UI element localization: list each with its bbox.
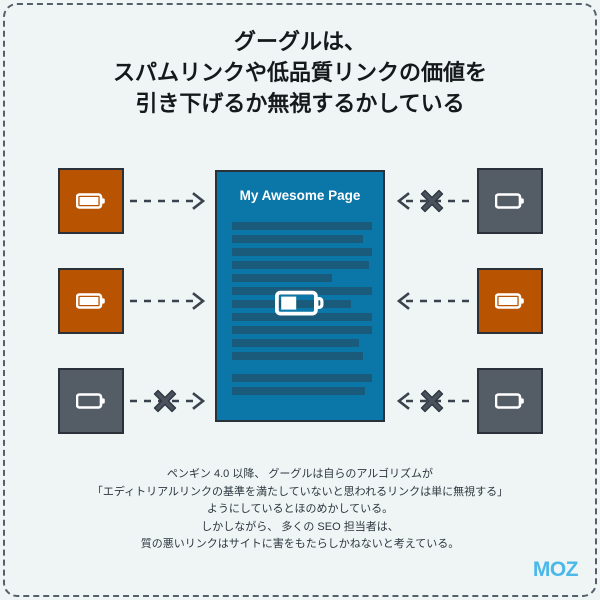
battery-full-icon (494, 293, 525, 309)
caption-text: ペンギン 4.0 以降、 グーグルは自らのアルゴリズムが 「エディトリアルリンク… (55, 466, 545, 554)
moz-logo: MOZ (532, 558, 579, 581)
link-right-2-box[interactable] (477, 268, 543, 334)
webpage-text-line (232, 261, 369, 269)
webpage-text-line (232, 313, 372, 321)
webpage-text-line (232, 352, 363, 360)
battery-full-icon (75, 193, 106, 209)
webpage-text-line (232, 339, 359, 347)
link-right-3-blocked-x-icon (419, 388, 445, 414)
link-left-2-box[interactable] (58, 268, 124, 334)
link-left-1-arrow (130, 190, 210, 212)
caption-line-3: ようにしているとほのめかしている。 (206, 503, 394, 515)
link-right-1-box[interactable] (477, 168, 543, 234)
link-left-3-box[interactable] (58, 368, 124, 434)
caption-line-2: 「エディトリアルリンクの基準を満たしていないと思われるリンクは単に無視する」 (91, 485, 509, 498)
webpage-text-line (232, 374, 372, 382)
link-left-1-box[interactable] (58, 168, 124, 234)
caption-line-4: しかしながら、 多くの SEO 担当者は、 (201, 520, 399, 533)
webpage-text-line (232, 274, 332, 282)
battery-empty-icon (494, 393, 525, 409)
page-title: グーグルは、 スパムリンクや低品質リンクの価値を 引き下げるか無視するかしている (40, 26, 560, 119)
webpage-text-line (232, 222, 372, 230)
battery-empty-icon (75, 393, 106, 409)
link-right-1-arrow (392, 190, 472, 212)
headline-line-2: スパムリンクや低品質リンクの価値を (112, 60, 487, 85)
link-right-2-arrow (392, 290, 472, 312)
battery-full-icon (75, 293, 106, 309)
link-left-3-blocked-x-icon (152, 388, 178, 414)
link-right-1-blocked-x-icon (419, 188, 445, 214)
caption-line-5: 質の悪いリンクはサイトに害をもたらしかねないと考えている。 (140, 538, 460, 550)
webpage-title: My Awesome Page (239, 188, 361, 203)
headline-line-3: 引き下げるか無視するかしている (135, 91, 465, 116)
webpage-text-line (232, 387, 365, 395)
webpage-text-line (232, 248, 372, 256)
webpage-text-line (232, 235, 363, 243)
link-left-2-arrow (130, 290, 210, 312)
link-right-3-arrow (392, 390, 472, 412)
webpage-text-line (232, 326, 372, 334)
battery-empty-icon (494, 193, 525, 209)
battery-half-icon (274, 290, 325, 316)
caption-line-1: ペンギン 4.0 以降、 グーグルは自らのアルゴリズムが (166, 468, 434, 480)
headline-line-1: グーグルは、 (233, 29, 366, 54)
link-right-3-box[interactable] (477, 368, 543, 434)
target-webpage[interactable]: My Awesome Page (215, 170, 385, 422)
